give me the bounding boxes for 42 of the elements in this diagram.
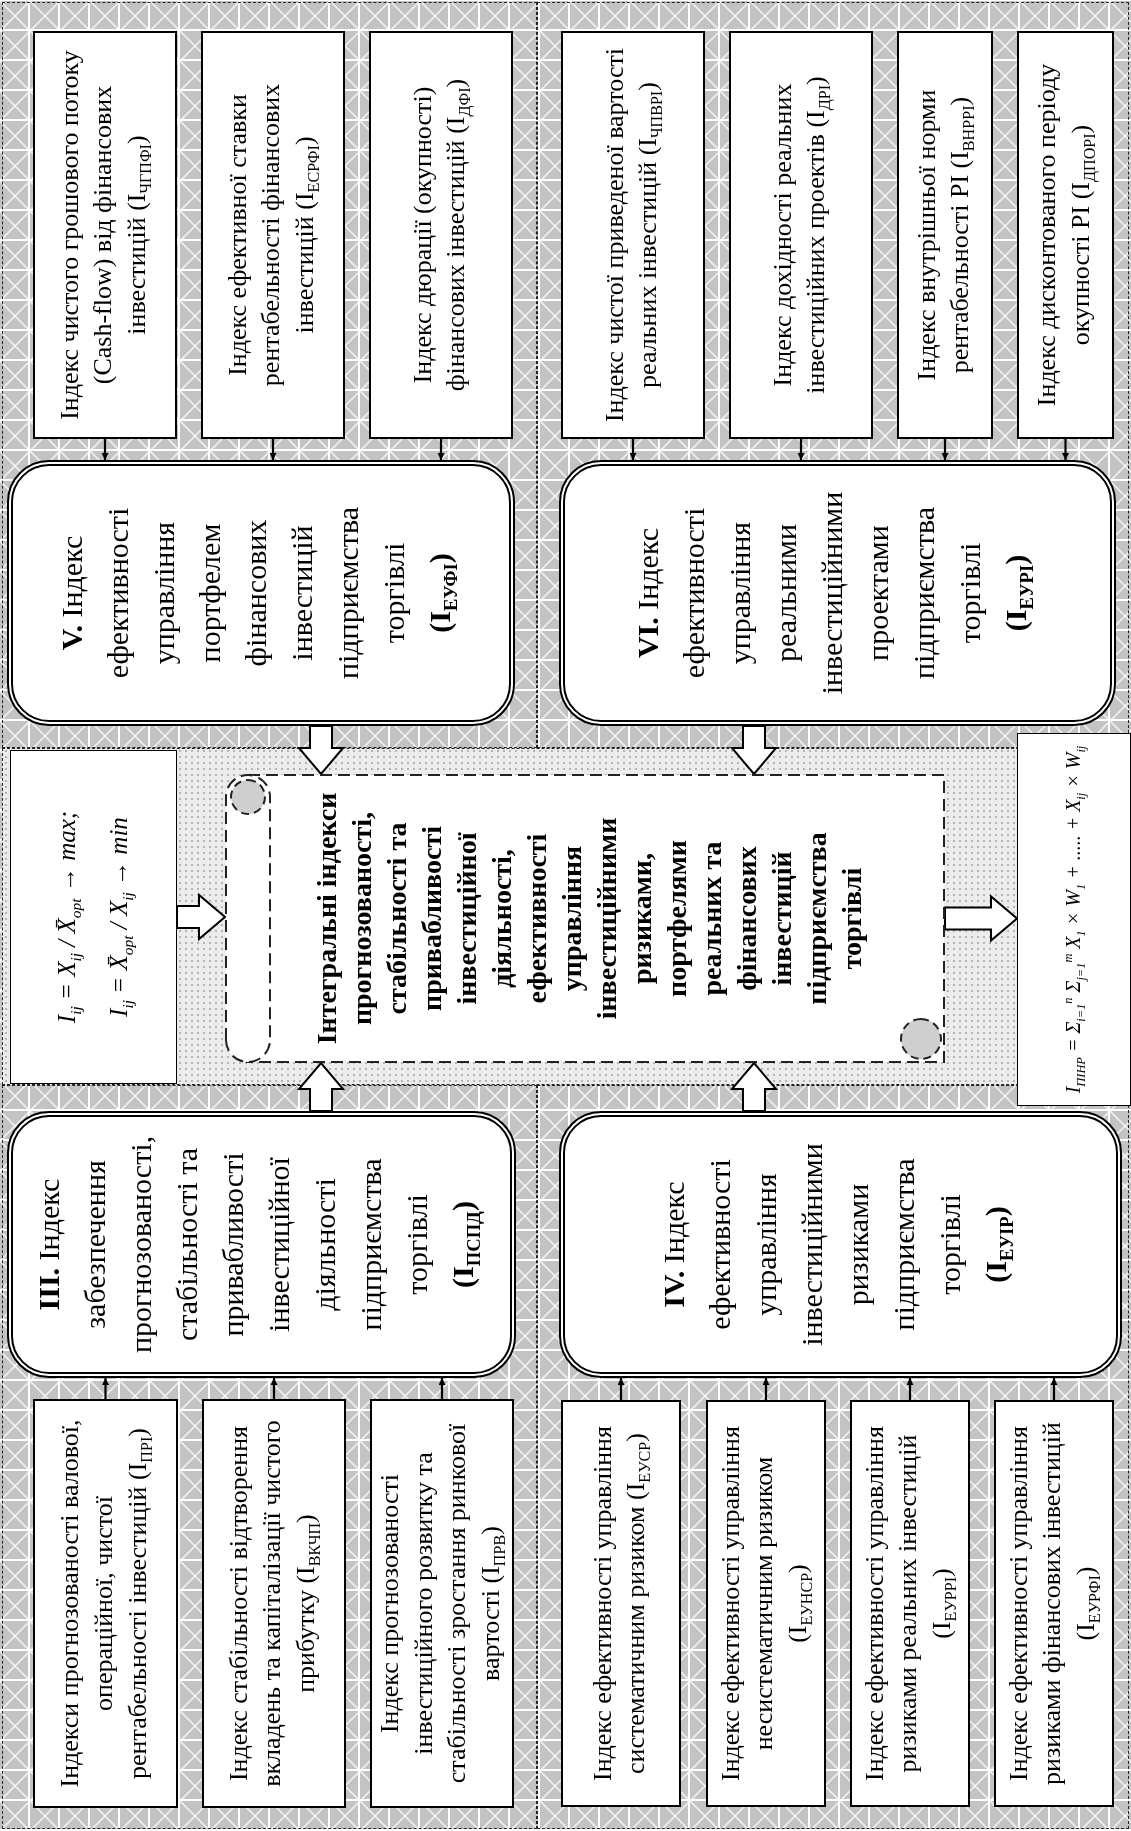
arrow bbox=[269, 439, 277, 460]
block-arrow bbox=[729, 1061, 779, 1112]
arrow bbox=[270, 1378, 278, 1399]
arrow bbox=[762, 1378, 770, 1400]
index-box bbox=[897, 31, 993, 439]
index-box bbox=[369, 31, 513, 439]
index-box bbox=[706, 1400, 826, 1807]
rounded-index-box bbox=[7, 1111, 516, 1378]
formula-box bbox=[10, 750, 177, 1084]
index-box bbox=[370, 1399, 514, 1808]
block-arrow bbox=[944, 894, 1019, 943]
rounded-index-box bbox=[559, 1111, 1122, 1378]
arrow bbox=[102, 1378, 109, 1399]
index-box bbox=[33, 31, 177, 439]
index-box bbox=[994, 1400, 1114, 1807]
arrow bbox=[438, 1378, 446, 1399]
arrow bbox=[906, 1378, 914, 1400]
block-arrow bbox=[176, 892, 227, 942]
arrow bbox=[1050, 1378, 1058, 1400]
arrow bbox=[1062, 439, 1069, 460]
index-box bbox=[561, 31, 705, 439]
arrow bbox=[617, 1378, 625, 1400]
arrow bbox=[437, 439, 445, 460]
block-arrow bbox=[296, 1061, 346, 1112]
formula-box bbox=[1017, 733, 1131, 1106]
index-box bbox=[729, 31, 873, 439]
rounded-index-box bbox=[559, 460, 1116, 726]
scroll-banner bbox=[225, 774, 945, 1063]
arrow bbox=[941, 439, 949, 460]
index-box bbox=[33, 1399, 178, 1808]
index-box bbox=[850, 1400, 970, 1807]
arrow bbox=[629, 439, 637, 460]
block-arrow bbox=[296, 725, 346, 776]
index-box bbox=[1017, 31, 1114, 439]
arrow bbox=[797, 439, 805, 460]
index-box bbox=[561, 1400, 681, 1807]
index-box bbox=[201, 31, 345, 439]
rounded-index-box bbox=[7, 460, 515, 726]
block-arrow bbox=[729, 725, 779, 776]
arrow bbox=[101, 439, 109, 460]
integral-index-text: Інтегральні індекси прогнозованості, стабільності та привабливості інвестиційної діяльності, ефективності управління інвестиційними ризиками, портфелями реальних та фінансових інвестицій підприємства торгівлі bbox=[310, 791, 868, 1047]
index-box bbox=[202, 1399, 346, 1808]
